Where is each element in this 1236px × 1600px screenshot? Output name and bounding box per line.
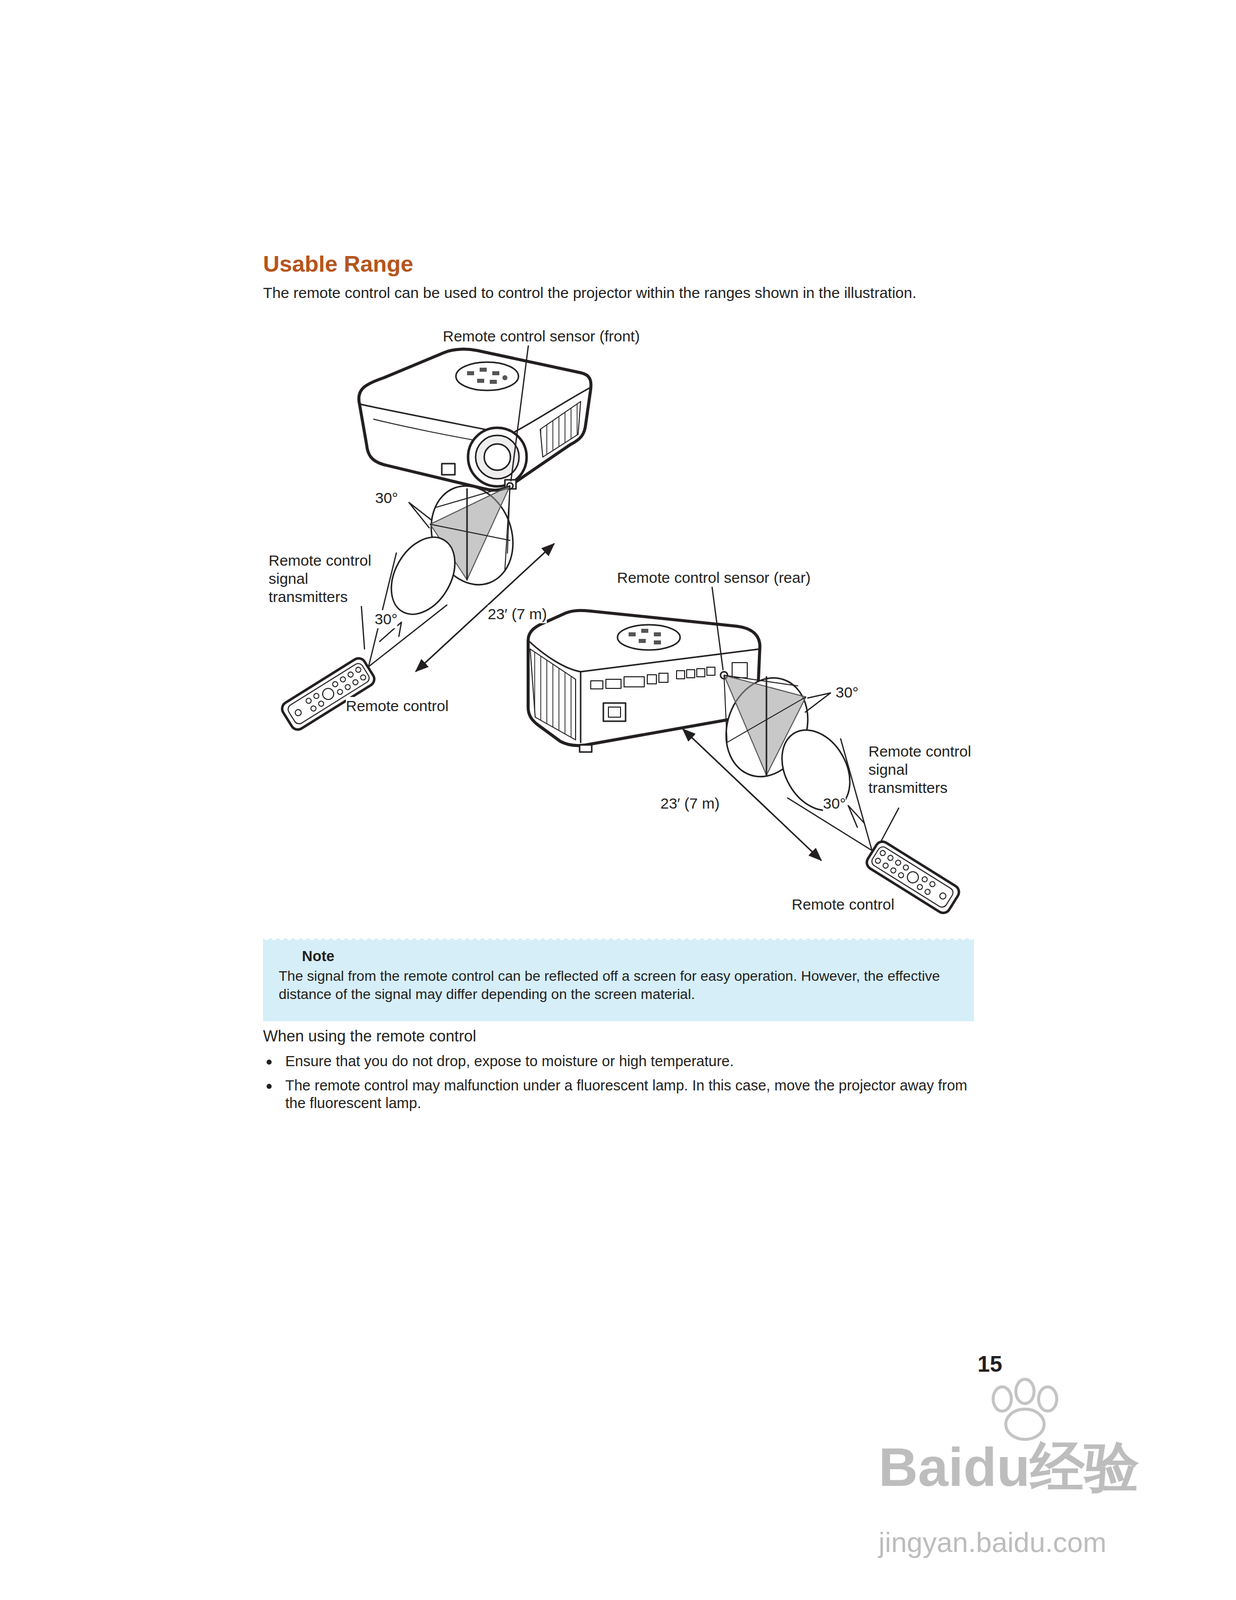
sensor-label: Remote control sensor (front) [442,327,640,346]
angle-label: 30° [374,609,398,629]
bullet [266,1059,272,1065]
page-number: 15 [977,1350,1003,1378]
page-heading: Usable Range [263,250,414,278]
projector-rear [528,610,760,752]
note-decoration [263,934,974,1022]
projector-front [358,348,592,490]
bullet-text: The remote control may malfunction under… [285,1076,975,1112]
bullet-text: Ensure that you do not drop, expose to m… [285,1052,975,1070]
watermark-paw [993,1378,1057,1439]
angle-label: 30° [835,683,859,702]
distance-label: 23′ (7 m) [487,604,547,624]
subheading: When using the remote control [263,1026,477,1046]
part-label: Remote control [345,696,449,715]
sensor-label: Remote control sensor (rear) [616,568,811,587]
intro-text: The remote control can be used to contro… [263,283,991,302]
part-label: Remote control [791,895,895,914]
angle-label: 30° [822,794,846,813]
note-heading: Note [301,947,988,965]
transmitter-label: Remote control signal transmitters [268,551,378,606]
note-body: The signal from the remote control can b… [278,966,963,1004]
angle-label: 30° [375,488,398,507]
watermark: Baidu经验 [878,1433,1140,1500]
transmitter-label: Remote control signal transmitters [868,742,977,797]
distance-label: 23′ (7 m) [660,794,720,813]
note-box: NoteThe signal from the remote control c… [263,940,974,1021]
remote-control [279,655,378,733]
watermark: jingyan.baidu.com [878,1524,1107,1559]
bullet [266,1083,272,1089]
